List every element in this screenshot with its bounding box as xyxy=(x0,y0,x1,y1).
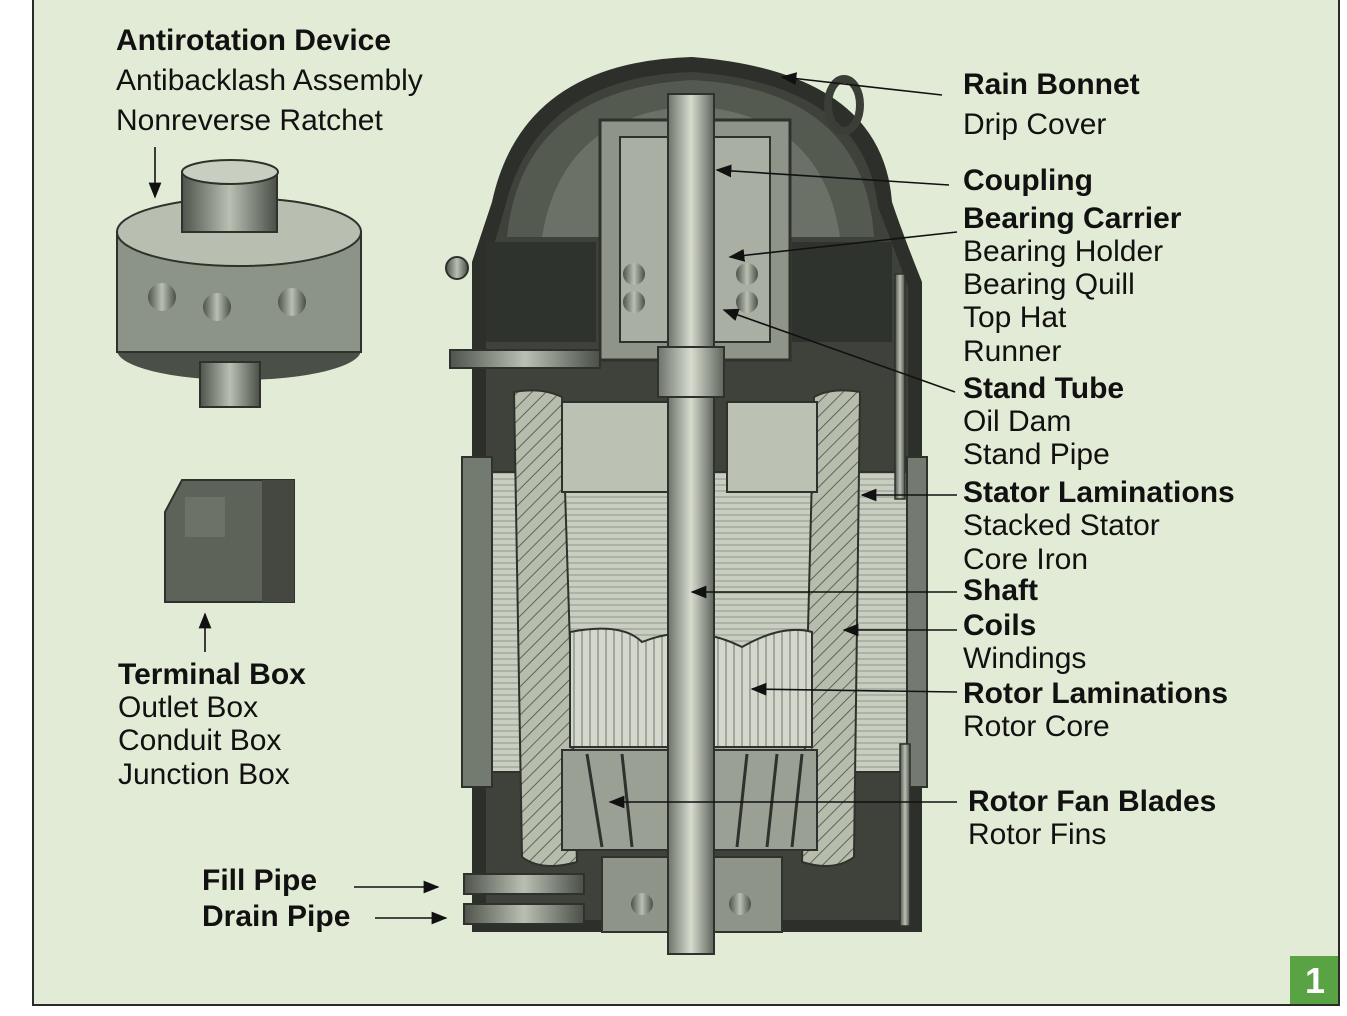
label-rotor-laminations: Rotor Laminations xyxy=(963,677,1229,710)
motor-body xyxy=(445,57,928,955)
label-windings: Windings xyxy=(963,642,1087,675)
label-top-hat: Top Hat xyxy=(963,301,1067,334)
label-coupling: Coupling xyxy=(963,164,1093,197)
label-drain-pipe: Drain Pipe xyxy=(202,900,351,933)
label-nonreverse-ratchet: Nonreverse Ratchet xyxy=(116,104,383,137)
label-terminal-box: Terminal Box xyxy=(118,658,306,691)
label-fill-pipe: Fill Pipe xyxy=(202,864,318,897)
label-stand-tube: Stand Tube xyxy=(963,372,1125,405)
label-drip-cover: Drip Cover xyxy=(963,108,1107,141)
figure-number-badge: 1 xyxy=(1290,956,1338,1004)
label-rain-bonnet: Rain Bonnet xyxy=(963,68,1140,101)
label-coils: Coils xyxy=(963,609,1037,642)
label-stacked-stator: Stacked Stator xyxy=(963,509,1160,542)
label-stator-laminations: Stator Laminations xyxy=(963,476,1235,509)
label-rotor-fan-blades: Rotor Fan Blades xyxy=(968,785,1217,818)
label-junction-box: Junction Box xyxy=(118,758,290,791)
label-antibacklash-assembly: Antibacklash Assembly xyxy=(116,64,423,97)
figure-panel: Antirotation Device Antibacklash Assembl… xyxy=(32,0,1340,1006)
label-antirotation-device: Antirotation Device xyxy=(116,24,392,57)
antirotation-device-illustration xyxy=(116,159,362,408)
leader-lines xyxy=(148,72,958,925)
label-outlet-box: Outlet Box xyxy=(118,691,259,724)
label-shaft: Shaft xyxy=(963,574,1038,607)
label-conduit-box: Conduit Box xyxy=(118,724,282,757)
label-stand-pipe: Stand Pipe xyxy=(963,438,1110,471)
label-bearing-quill: Bearing Quill xyxy=(963,268,1135,301)
label-rotor-fins: Rotor Fins xyxy=(968,818,1107,851)
label-rotor-core: Rotor Core xyxy=(963,710,1110,743)
label-bearing-holder: Bearing Holder xyxy=(963,235,1164,268)
label-core-iron: Core Iron xyxy=(963,543,1089,576)
terminal-box-illustration xyxy=(164,479,295,603)
label-runner: Runner xyxy=(963,335,1062,368)
label-bearing-carrier: Bearing Carrier xyxy=(963,202,1182,235)
label-oil-dam: Oil Dam xyxy=(963,405,1072,438)
motor-cutaway-illustration xyxy=(116,57,958,955)
